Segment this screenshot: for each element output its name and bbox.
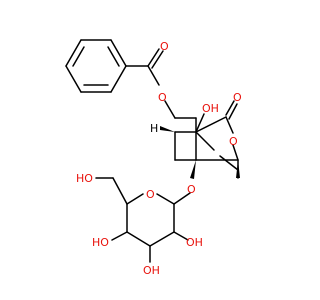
benzene-ring [65, 39, 127, 93]
sugar-ring-oxygen: O [146, 188, 155, 201]
oh-top-label: OH [202, 102, 219, 115]
ester-oxygen: O [158, 91, 167, 104]
h-label: H [150, 122, 158, 135]
ester-carbonyl-oxygen: O [160, 40, 169, 53]
oh-bottom-label: OH [143, 264, 160, 277]
stereo-wedges [160, 126, 240, 179]
lactone-carbonyl-oxygen: O [233, 91, 242, 104]
chemical-structure: O O OH O O O O HO HO OH OH H [65, 39, 242, 277]
glycosidic-oxygen: O [187, 183, 196, 196]
ho-ch2-label: HO [76, 172, 93, 185]
ho-left-label: HO [92, 236, 109, 249]
cage-skeleton [174, 100, 239, 179]
benzoate-ester [125, 48, 197, 119]
glucose-ring [95, 177, 191, 263]
oh-right-label: OH [186, 236, 203, 249]
ring-oxygen-right: O [229, 135, 238, 148]
